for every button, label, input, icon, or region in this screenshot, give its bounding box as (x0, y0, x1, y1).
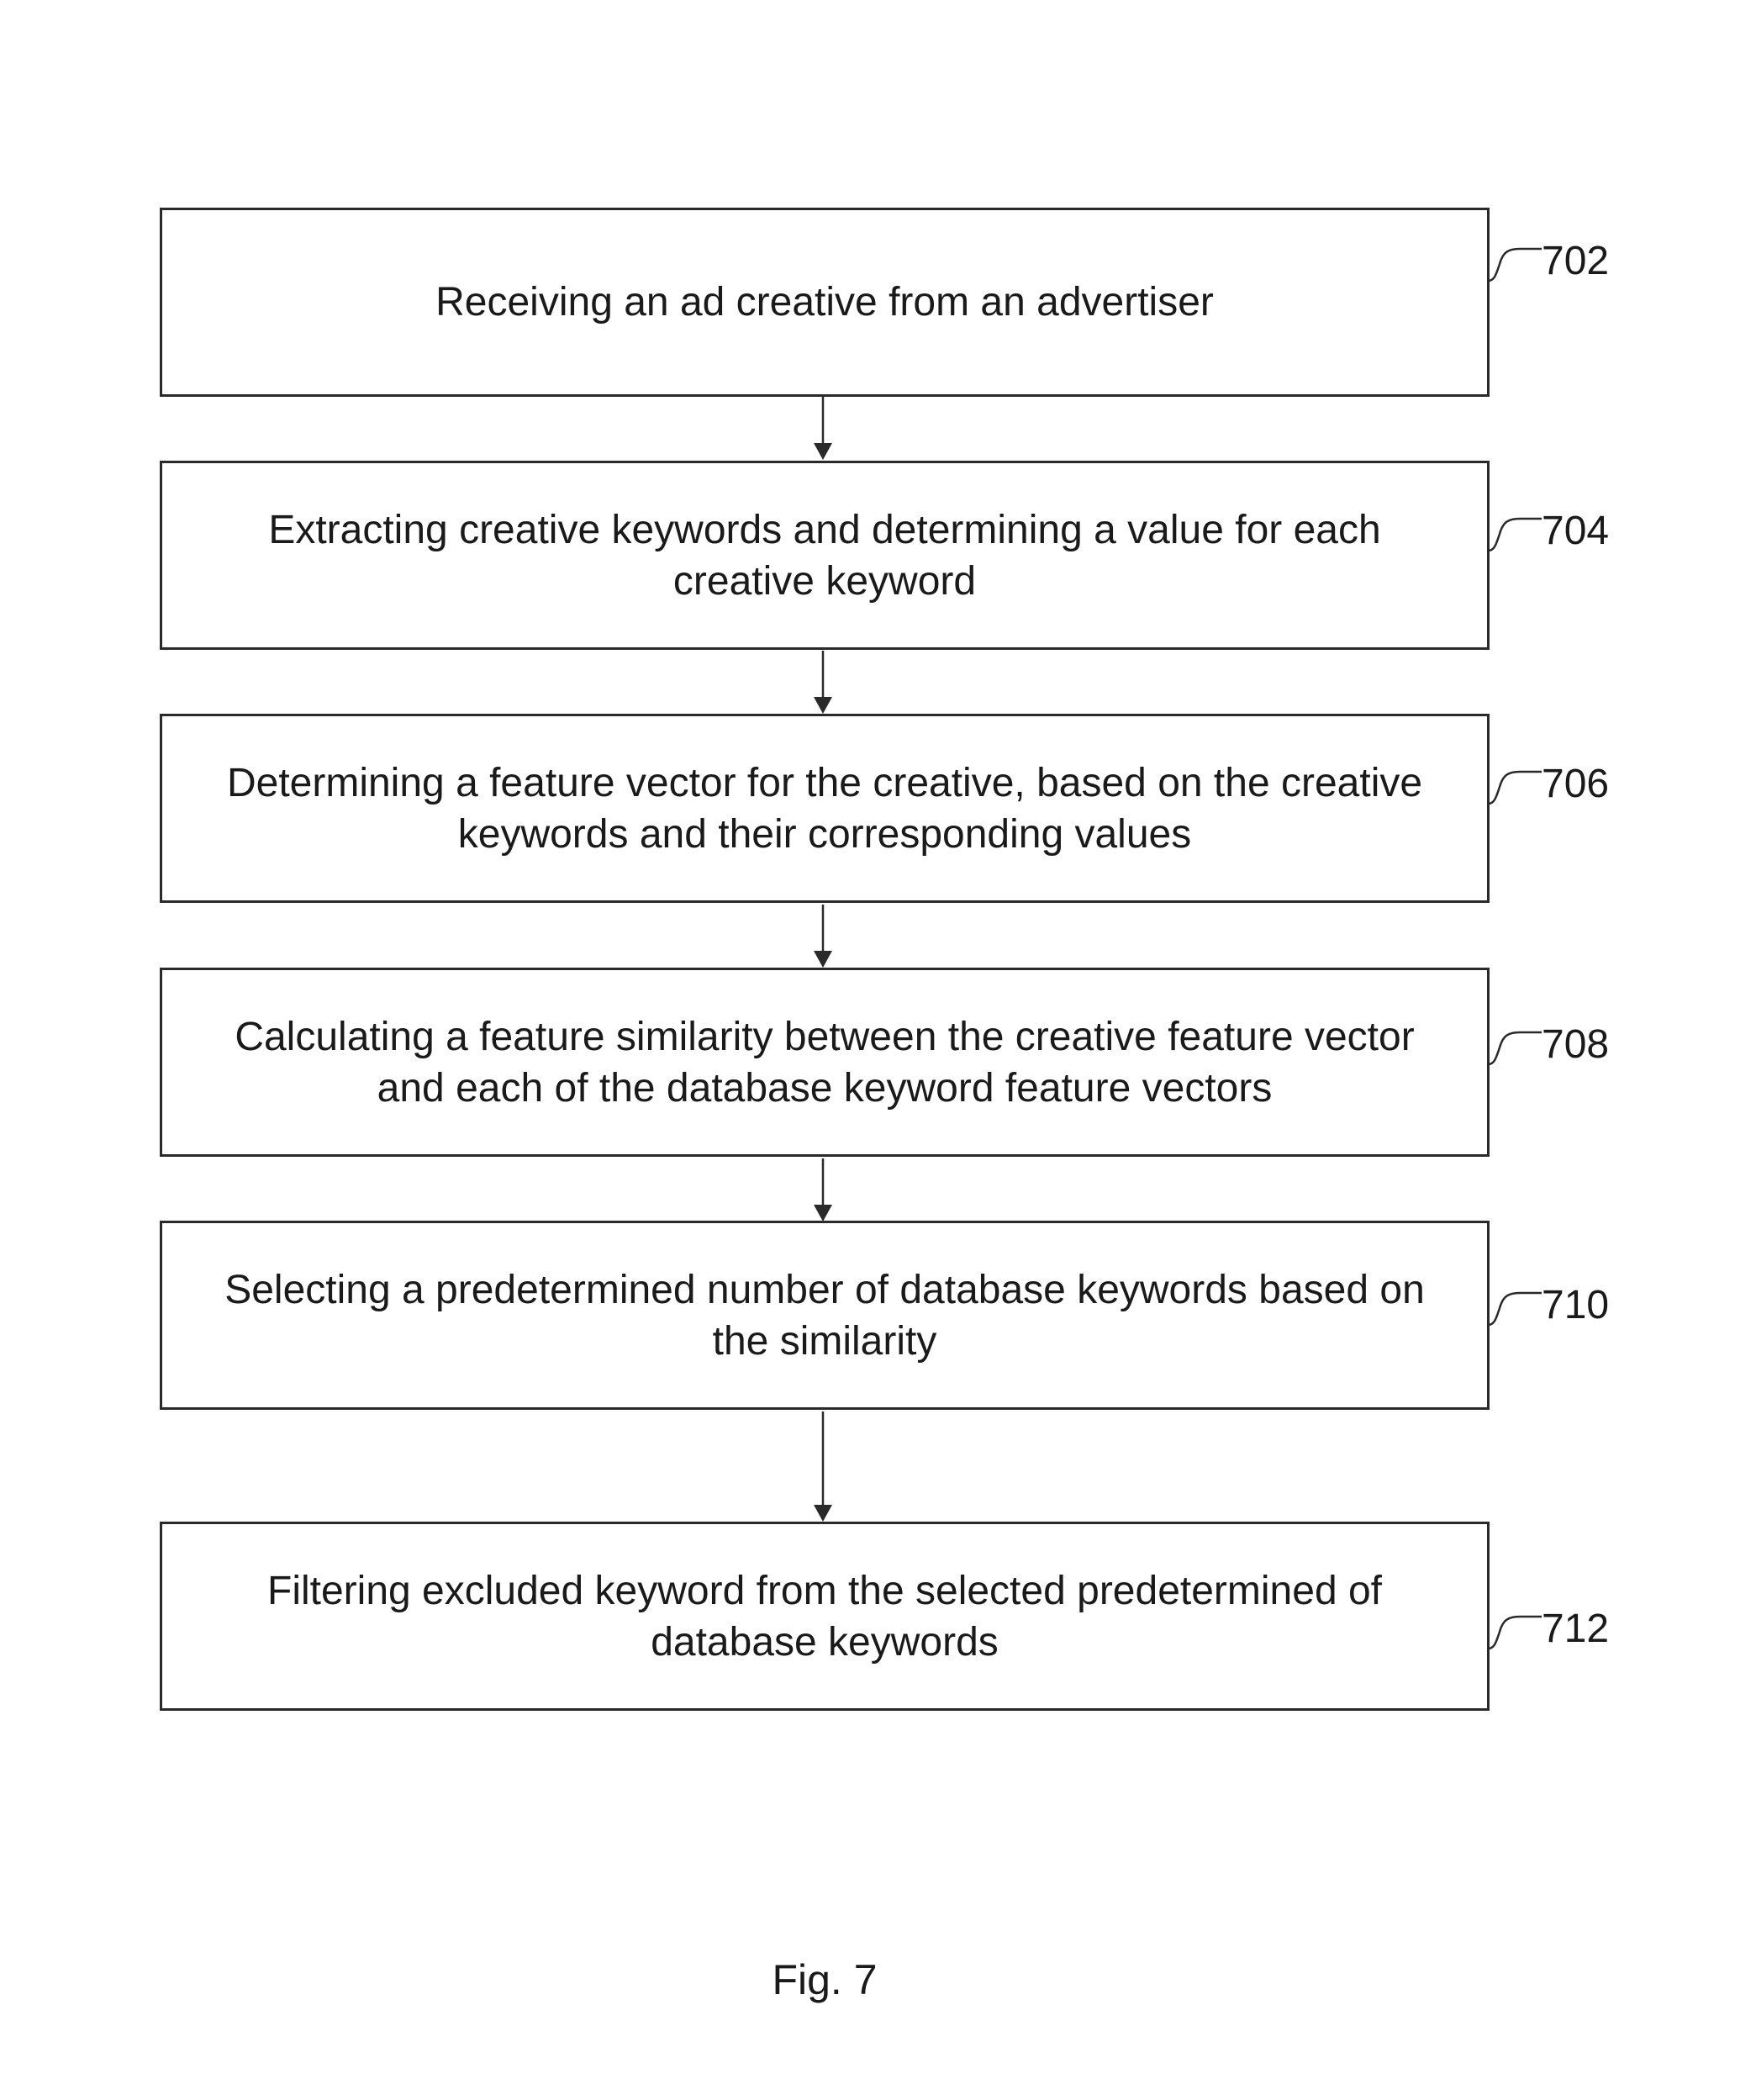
step-text-706: Determining a feature vector for the cre… (193, 757, 1456, 860)
leader-curve-708 (1486, 1027, 1547, 1078)
ref-label-702: 702 (1542, 238, 1609, 285)
figure-caption: Fig. 7 (0, 1955, 1649, 2005)
arrowhead-712 (814, 1505, 832, 1522)
ref-label-704: 704 (1542, 508, 1609, 555)
step-text-702: Receiving an ad creative from an adverti… (402, 277, 1247, 328)
arrowhead-708 (814, 951, 832, 968)
ref-label-706: 706 (1542, 761, 1609, 808)
step-box-702: Receiving an ad creative from an adverti… (160, 208, 1490, 397)
step-box-704: Extracting creative keywords and determi… (160, 461, 1490, 650)
leader-curve-706 (1486, 767, 1547, 817)
step-box-712: Filtering excluded keyword from the sele… (160, 1522, 1490, 1711)
step-box-706: Determining a feature vector for the cre… (160, 714, 1490, 903)
leader-curve-710 (1486, 1288, 1547, 1338)
step-text-710: Selecting a predetermined number of data… (191, 1264, 1458, 1367)
ref-label-708: 708 (1542, 1021, 1609, 1068)
step-text-708: Calculating a feature similarity between… (201, 1011, 1448, 1114)
step-text-712: Filtering excluded keyword from the sele… (234, 1565, 1416, 1668)
ref-label-712: 712 (1542, 1606, 1609, 1653)
leader-curve-704 (1486, 514, 1547, 564)
step-box-708: Calculating a feature similarity between… (160, 968, 1490, 1157)
ref-label-710: 710 (1542, 1282, 1609, 1329)
arrowhead-706 (814, 697, 832, 714)
arrowhead-704 (814, 443, 832, 460)
step-text-704: Extracting creative keywords and determi… (235, 504, 1414, 607)
step-box-710: Selecting a predetermined number of data… (160, 1221, 1490, 1410)
leader-curve-712 (1486, 1612, 1547, 1662)
arrowhead-710 (814, 1205, 832, 1221)
leader-curve-702 (1486, 244, 1547, 294)
